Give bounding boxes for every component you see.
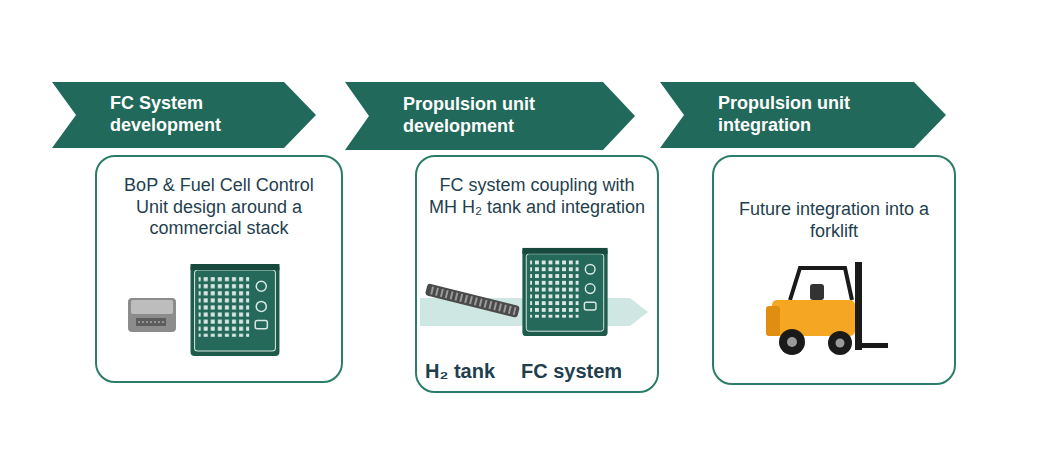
stage-chevron: Propulsion unit development xyxy=(345,82,635,150)
stage-title: Propulsion unit development xyxy=(403,94,568,137)
stage-title: Propulsion unit integration xyxy=(718,93,883,136)
stage-box: FC system coupling with MH H₂ tank and i… xyxy=(415,155,659,393)
box-text: BoP & Fuel Cell Control Unit design arou… xyxy=(107,175,331,240)
stage-chevron: Propulsion unit integration xyxy=(660,82,946,148)
hydrogen-tank-icon xyxy=(425,283,520,318)
stage-chevron: FC System development xyxy=(52,82,316,148)
control-unit-icon xyxy=(128,298,176,332)
stage-box: BoP & Fuel Cell Control Unit design arou… xyxy=(95,155,343,383)
fuel-cell-system-icon xyxy=(191,264,280,356)
fuel-cell-system-icon xyxy=(522,248,607,336)
forklift-icon xyxy=(766,262,888,355)
part-label: FC system xyxy=(521,360,622,383)
chevron-fill xyxy=(345,82,635,150)
box-text: Future integration into a forklift xyxy=(724,199,944,242)
stage-title: FC System development xyxy=(110,93,250,136)
box-text: FC system coupling with MH H₂ tank and i… xyxy=(427,175,647,218)
chevron-fill xyxy=(660,82,946,148)
chevron-fill xyxy=(52,82,316,148)
stage-box: Future integration into a forklift xyxy=(712,155,956,385)
part-label: H₂ tank xyxy=(425,360,495,383)
